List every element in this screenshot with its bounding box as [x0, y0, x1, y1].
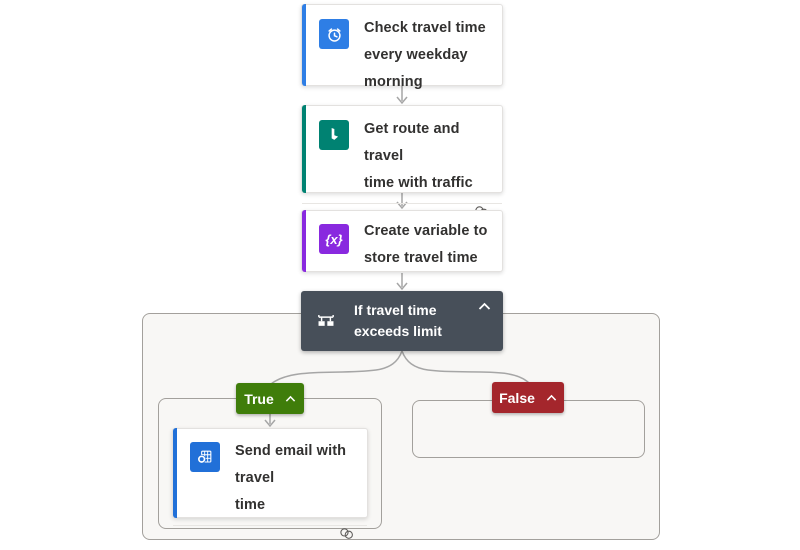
chevron-up-icon[interactable] [546, 394, 557, 402]
false-branch-badge[interactable]: False [492, 382, 564, 413]
false-branch-label: False [499, 389, 535, 406]
chevron-up-icon[interactable] [285, 395, 296, 403]
chevron-up-icon[interactable] [478, 302, 491, 311]
true-branch-label: True [244, 390, 274, 407]
create-variable-accent-bar [302, 210, 306, 272]
create-variable-card[interactable]: {x} Create variable to store travel time [301, 210, 503, 272]
bing-logo-icon [319, 120, 349, 150]
get-route-card-title: Get route and travel time with traffic [364, 121, 473, 191]
send-email-card-footer [173, 525, 367, 541]
trigger-card-title: Check travel time every weekday morning [364, 20, 486, 90]
trigger-accent-bar [302, 4, 306, 86]
outlook-icon [190, 442, 220, 472]
trigger-card[interactable]: Check travel time every weekday morning [301, 4, 503, 90]
braces-x-icon: {x} [319, 224, 349, 254]
braces-x-glyph: {x} [325, 231, 343, 247]
send-email-card-title: Send email with travel time [235, 443, 347, 513]
condition-branch-icon [318, 314, 334, 326]
connector-arrowhead-3 [396, 282, 408, 291]
get-route-card[interactable]: Get route and travel time with traffic [301, 105, 503, 217]
true-branch-badge[interactable]: True [236, 383, 304, 414]
get-route-accent-bar [302, 105, 306, 193]
condition-card-title: If travel time exceeds limit [354, 302, 442, 339]
condition-card[interactable]: If travel time exceeds limit [301, 291, 503, 351]
create-variable-card-title: Create variable to store travel time [364, 223, 488, 266]
connection-rings-icon[interactable] [338, 526, 356, 541]
send-email-card[interactable]: Send email with travel time [172, 428, 368, 539]
alarm-clock-icon [319, 19, 349, 49]
send-email-accent-bar [173, 428, 177, 518]
